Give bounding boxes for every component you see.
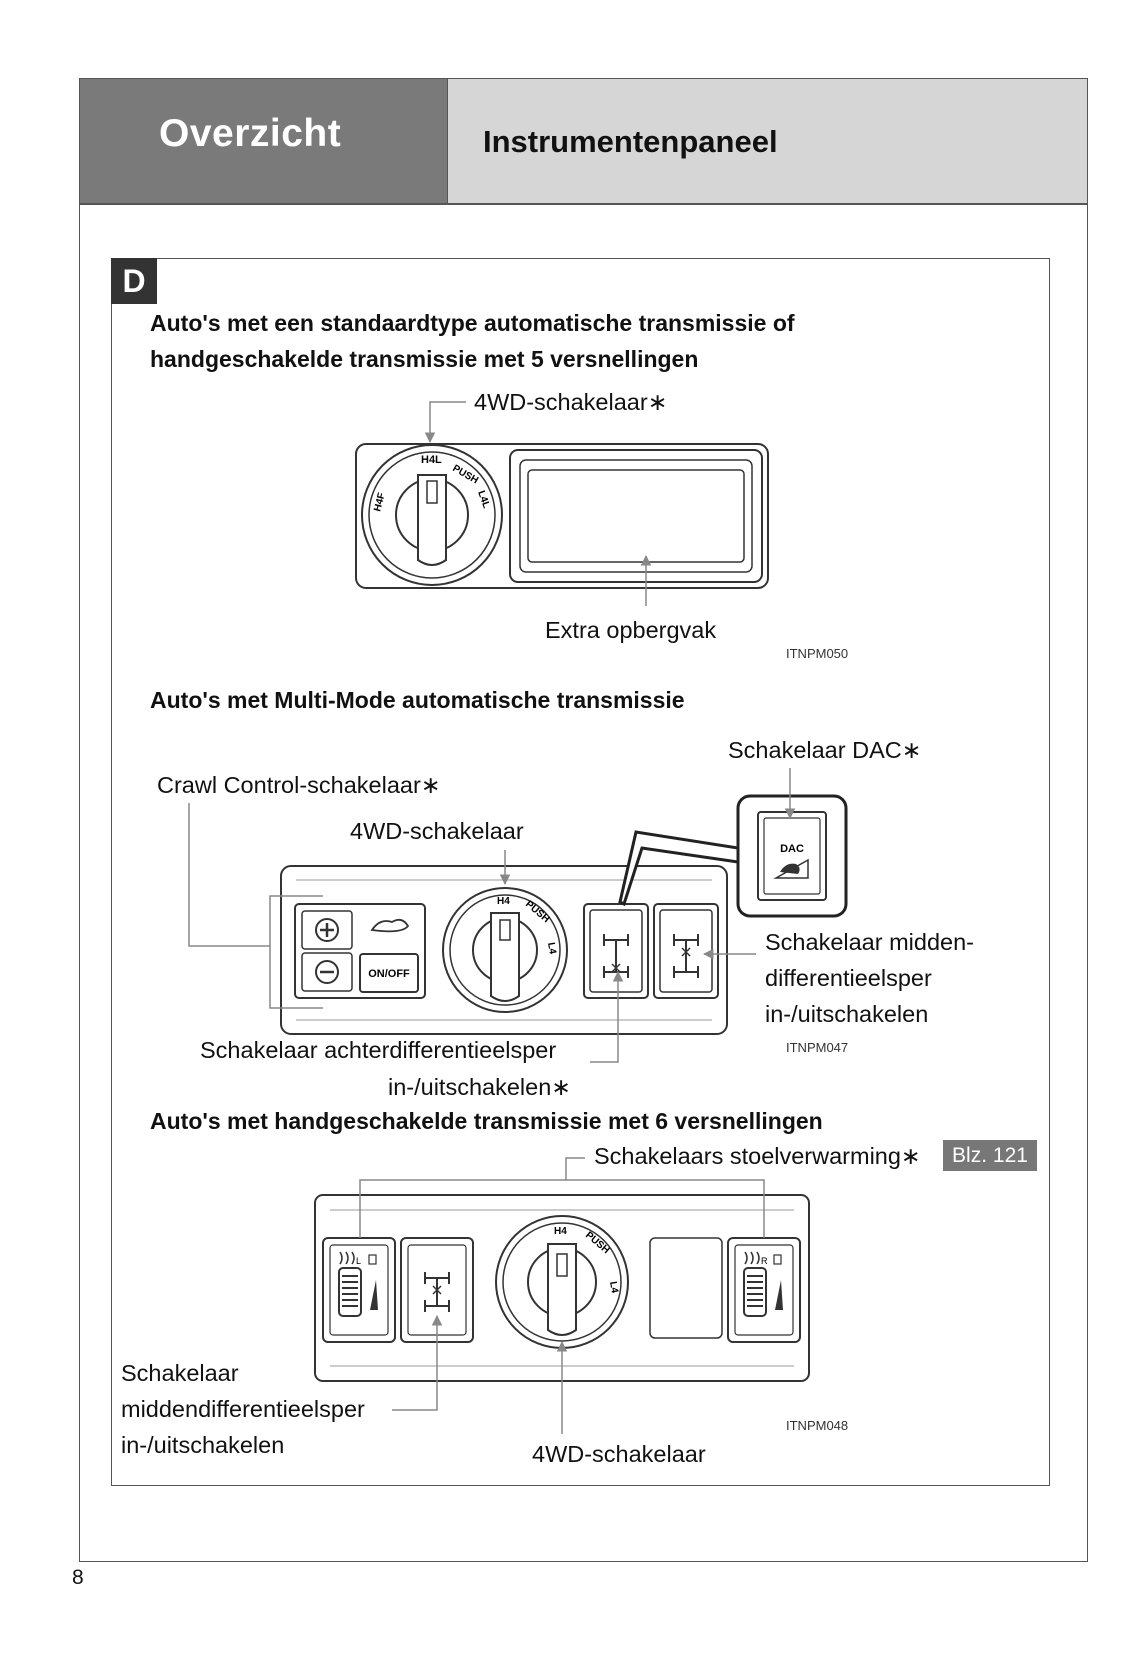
fig3-code: ITNPM048 — [786, 1418, 849, 1433]
fig2-code: ITNPM047 — [786, 1040, 849, 1055]
header-divider — [80, 203, 1087, 205]
fig2-label-rear-2: in-/uitschakelen∗ — [388, 1074, 571, 1100]
fig3-4wd-knob: H4 PUSH L4 — [495, 1215, 629, 1349]
fig1-4wd-knob: H4L PUSH L4L H4F — [361, 444, 503, 586]
seat-l-text: L — [356, 1256, 361, 1266]
fig2-label-center-3: in-/uitschakelen — [765, 1001, 929, 1027]
section-tab — [80, 79, 448, 203]
content-box — [111, 258, 1050, 1486]
page-number: 8 — [72, 1566, 84, 1589]
fig2-knob-h4: H4 — [497, 896, 510, 907]
fig3-center-diff-lock-switch — [400, 1237, 474, 1343]
heading-variant-1-line-1: Auto's met een standaardtype automatisch… — [150, 310, 795, 336]
fig1-leaders — [424, 401, 652, 606]
fig3-knob-l4: L4 — [607, 1281, 620, 1295]
fig3-leaders — [359, 1157, 765, 1434]
fig3-label-4wd: 4WD-schakelaar — [532, 1441, 706, 1467]
fig2-label-rear-1: Schakelaar achterdifferentieelsper — [200, 1037, 557, 1063]
page-frame — [79, 78, 1088, 1562]
fig1-label-4wd: 4WD-schakelaar∗ — [474, 389, 668, 415]
fig2-label-center-2: differentieelsper — [765, 965, 932, 991]
fig1-knob-h4f: H4F — [372, 492, 388, 513]
page-heading: Instrumentenpaneel — [483, 124, 778, 159]
seat-r-text: R — [761, 1256, 768, 1266]
center-diff-lock-switch — [653, 903, 719, 999]
dac-text: DAC — [780, 843, 804, 855]
crawl-control-switch: ON/OFF — [294, 903, 426, 999]
fig1-label-storage: Extra opbergvak — [545, 617, 717, 643]
fig3-label-center-2: middendifferentieelsper — [121, 1396, 365, 1422]
fig3-label-seat: Schakelaars stoelverwarming∗ — [594, 1143, 921, 1169]
seat-heater-left-switch: L — [322, 1237, 396, 1343]
rear-diff-lock-switch — [583, 903, 649, 999]
fig1-code: ITNPM050 — [786, 646, 849, 661]
heading-variant-3: Auto's met handgeschakelde transmissie m… — [150, 1108, 823, 1134]
fig2-leaders — [188, 768, 796, 1063]
section-badge: D — [111, 258, 157, 304]
fig2-knob-l4: L4 — [545, 942, 558, 956]
heading-variant-1-line-2: handgeschakelde transmissie met 5 versne… — [150, 346, 699, 372]
heading-bar — [448, 79, 1087, 203]
fig3-label-center-3: in-/uitschakelen — [121, 1432, 285, 1458]
fig2-label-4wd: 4WD-schakelaar — [350, 818, 524, 844]
fig2-label-crawl: Crawl Control-schakelaar∗ — [157, 772, 441, 798]
page-reference: Blz. 121 — [943, 1140, 1037, 1171]
fig1-knob-h4l: H4L — [421, 454, 442, 466]
heading-variant-2: Auto's met Multi-Mode automatische trans… — [150, 687, 685, 713]
fig2-4wd-knob: H4 PUSH L4 — [442, 887, 568, 1013]
fig2-label-dac: Schakelaar DAC∗ — [728, 737, 922, 763]
fig2-label-center-1: Schakelaar midden- — [765, 929, 974, 955]
dac-switch-callout: DAC — [618, 794, 848, 918]
crawl-onoff-text: ON/OFF — [368, 968, 410, 980]
section-title: Overzicht — [159, 112, 342, 155]
fig3-knob-h4: H4 — [554, 1226, 567, 1237]
seat-heater-right-switch: R — [727, 1237, 801, 1343]
fig3-label-center-1: Schakelaar — [121, 1360, 239, 1386]
